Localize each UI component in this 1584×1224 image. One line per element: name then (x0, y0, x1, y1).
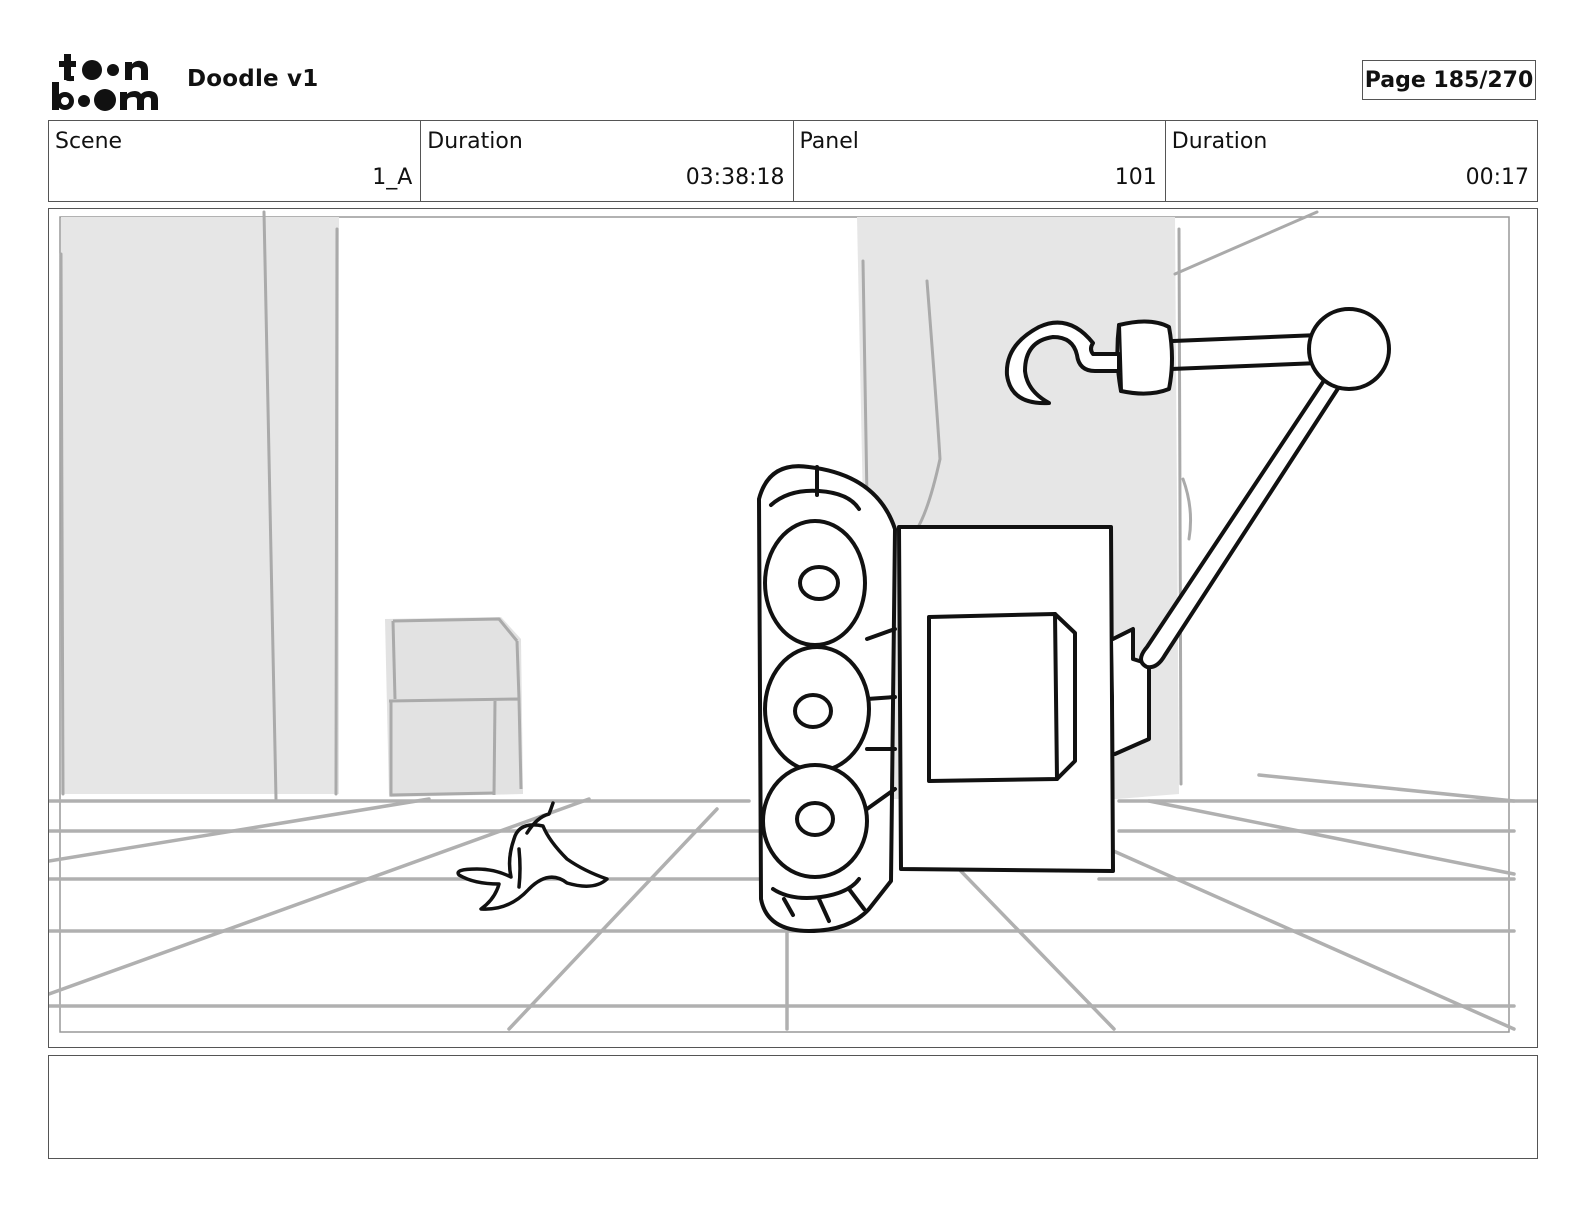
robot-arm (1111, 307, 1391, 756)
scene-label: Scene (55, 129, 123, 154)
robot-claw (1004, 320, 1121, 406)
panel-duration-value: 00:17 (1465, 165, 1529, 190)
scene-duration-value: 03:38:18 (685, 165, 785, 190)
project-title: Doodle v1 (187, 66, 319, 92)
logo-dot-1 (82, 60, 102, 80)
logo-dot-4 (94, 89, 116, 111)
panel-caption-box[interactable] (48, 1055, 1538, 1159)
background-crate (385, 617, 523, 797)
panel-drawing (49, 210, 1537, 1033)
logo-dot-2 (107, 64, 119, 76)
panel-label: Panel (799, 129, 859, 154)
panel-cell: Panel 101 (794, 121, 1166, 201)
scene-cell: Scene 1_A (49, 121, 422, 201)
logo-letter-t (59, 54, 76, 82)
logo-dot-3 (78, 95, 90, 107)
floor-grid (49, 773, 1537, 1031)
panel-value: 101 (1114, 165, 1157, 190)
tread-wheels (761, 519, 871, 879)
scene-value: 1_A (372, 165, 413, 190)
panel-duration-cell: Duration 00:17 (1166, 121, 1537, 201)
logo-letter-n (125, 60, 148, 80)
scene-duration-cell: Duration 03:38:18 (421, 121, 794, 201)
robot-body (897, 525, 1115, 873)
logo-letter-m (120, 91, 158, 110)
page-indicator: Page 185/270 (1362, 60, 1536, 100)
storyboard-panel (48, 208, 1538, 1048)
safe-area-frame (59, 216, 1510, 1033)
banana-peel (456, 801, 609, 911)
panel-duration-label: Duration (1171, 129, 1268, 154)
scene-info-table: Scene 1_A Duration 03:38:18 Panel 101 Du… (48, 120, 1538, 202)
logo-letter-b (52, 82, 74, 110)
scene-duration-label: Duration (427, 129, 523, 154)
toon-boom-logo (50, 50, 166, 112)
pillar-lines (59, 210, 1319, 801)
